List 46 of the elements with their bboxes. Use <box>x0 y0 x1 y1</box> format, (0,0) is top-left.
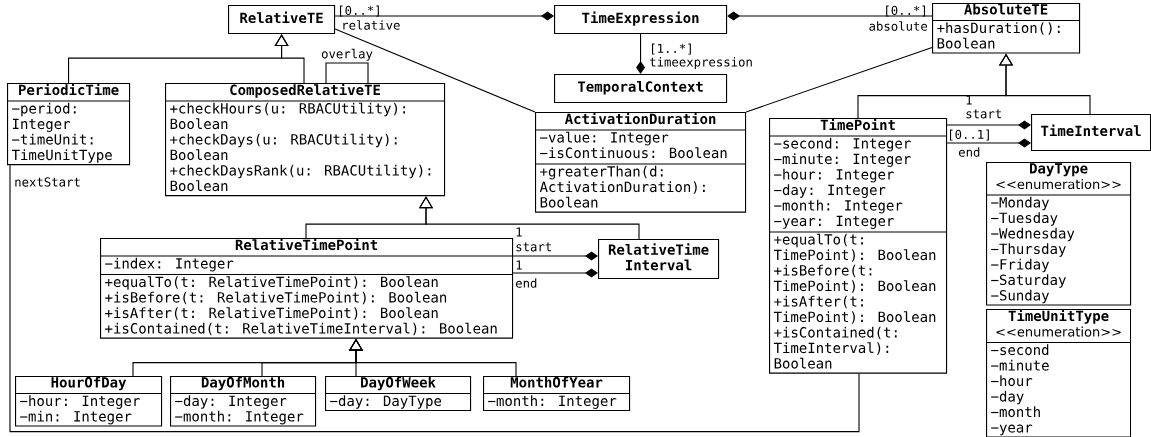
multiplicity-label: 1 <box>516 260 522 270</box>
class-box: MonthOfYear −month: Integer <box>483 376 631 412</box>
composition-line <box>512 268 598 278</box>
multiplicity-label: 1 <box>516 227 522 237</box>
edge-label: timeexpression <box>650 57 752 69</box>
multiplicity-label: 1 <box>966 95 972 105</box>
association-line <box>745 47 933 113</box>
inheritance-arrow <box>274 34 305 84</box>
edge-label: nextStart <box>15 177 80 187</box>
class-box: TemporalContext <box>554 74 728 104</box>
association-line <box>325 62 369 84</box>
edge-label: end <box>515 278 537 288</box>
class-box: DayOfWeek −day: DayType <box>325 376 472 412</box>
class-box: ActivationDuration −value: Integer −isContinuous: Boolean +greaterThan(d: ActivationDuration): Boolean <box>535 112 747 213</box>
composition-line <box>512 251 598 261</box>
class-box: TimeInterval <box>1031 114 1151 152</box>
class-box: TimePoint −second: Integer −minute: Integer −hour: Integer −day: Integer −month: Integer −year: Integer +equalTo(t: TimePoint): Boolean +isBefore(t: TimePoint): Boolean +isAfter(t: TimePoint): Boolean +isContained(t: TimeInterval): Boolean <box>769 118 948 374</box>
association-line <box>334 28 536 113</box>
class-box: HourOfDay −hour: Integer −min: Integer <box>15 376 163 427</box>
inheritance-arrow <box>418 196 640 240</box>
composition-line <box>946 120 1031 130</box>
edge-label: overlay <box>321 48 373 61</box>
edge-label: end <box>958 147 980 157</box>
composition-line <box>636 33 646 74</box>
class-box: RelativeTime Interval <box>598 239 720 280</box>
association-line <box>9 164 860 433</box>
edge-label: absolute <box>869 21 928 31</box>
edge-label: start <box>966 109 1001 119</box>
enumeration-box: DayType <<enumeration>> −Monday −Tuesday −Wednesday −Thursday −Friday −Saturday −Sunday <box>986 162 1132 306</box>
class-box: PeriodicTime −period: Integer −timeUnit: TimeUnitType <box>7 83 131 166</box>
multiplicity-label: [0..1] <box>950 129 989 141</box>
class-box: RelativeTimePoint −index: Integer +equalTo(t: RelativeTimePoint): Boolean +isBefore(t: RelativeTimePoint): Boolean +isAfter(t: RelativeTimePoint): Boolean +isContained(t: RelativeTimeInterval): Boolean <box>100 238 514 339</box>
multiplicity-label: [0..*] <box>886 5 926 17</box>
class-box: DayOfMonth −day: Integer −month: Integer <box>170 376 317 427</box>
edge-label: start <box>516 242 551 252</box>
multiplicity-label: [1..*] <box>652 43 691 55</box>
class-box: AbsoluteTE +hasDuration(): Boolean <box>932 3 1081 54</box>
class-box: RelativeTE <box>228 5 336 35</box>
composition-line <box>946 138 1031 148</box>
composition-line <box>727 11 933 21</box>
edge-label: relative <box>343 20 400 30</box>
multiplicity-label: [0..*] <box>340 5 379 17</box>
composition-line <box>334 11 554 21</box>
class-box: TimeExpression <box>554 5 728 35</box>
enumeration-box: TimeUnitType <<enumeration>> −second −minute −hour −day −month −year <box>986 309 1132 437</box>
class-box: ComposedRelativeTE +checkHours(u: RBACUtility): Boolean +checkDays(u: RBACUtility): Boolean +checkDaysRank(u: RBACUtility): Boolean <box>165 83 446 197</box>
